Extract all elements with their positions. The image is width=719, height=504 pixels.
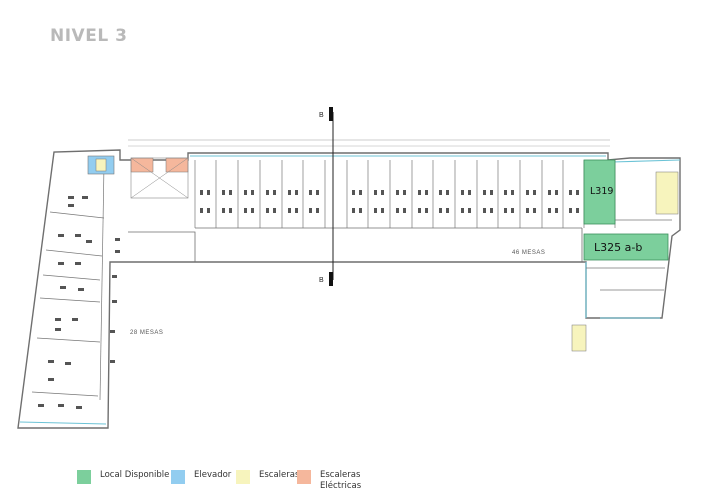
left-tables (38, 196, 120, 409)
available-unit-l319 (583, 159, 616, 225)
section-marker-top (329, 107, 333, 121)
unit-label-l325: L325 a-b (594, 241, 642, 254)
legend-label: Local Disponible (100, 470, 170, 480)
stairs (571, 324, 587, 352)
page-title: NIVEL 3 (50, 26, 128, 46)
legend-item-escaleras: Escaleras (236, 470, 299, 484)
glazing (19, 155, 681, 425)
unit-label-l319: L319 (590, 186, 613, 197)
legend-swatch (171, 470, 185, 484)
void-frame (130, 157, 189, 199)
legend-label: Escaleras Eléctricas (320, 470, 362, 491)
void (130, 157, 189, 199)
section-label-top: B (319, 112, 324, 119)
shop-units (194, 160, 585, 228)
legend-label: Elevador (194, 470, 232, 480)
section-label-bottom: B (319, 277, 324, 284)
legend-item-local-disponible: Local Disponible (77, 470, 169, 484)
floor-plan: L319 L325 a-b B B 46 MESAS 28 MESAS (17, 107, 681, 429)
elevator-stair (95, 158, 107, 172)
legend: Local Disponible Elevador Escaleras Esca… (0, 468, 719, 504)
section-marker-bottom (329, 272, 333, 286)
outer-walls (17, 149, 681, 429)
legend-swatch (236, 470, 250, 484)
mesas-label-left: 28 MESAS (130, 330, 163, 336)
legend-item-escaleras-electricas: Escaleras Eléctricas (297, 470, 370, 492)
mesas-label-right: 46 MESAS (512, 250, 545, 256)
legend-swatch (297, 470, 311, 484)
furniture (200, 190, 579, 213)
left-wing-units (31, 164, 105, 401)
stairs (655, 171, 679, 215)
legend-item-elevador: Elevador (171, 470, 231, 484)
legend-swatch (77, 470, 91, 484)
available-unit-l325 (583, 233, 669, 261)
legend-label: Escaleras (259, 470, 300, 480)
